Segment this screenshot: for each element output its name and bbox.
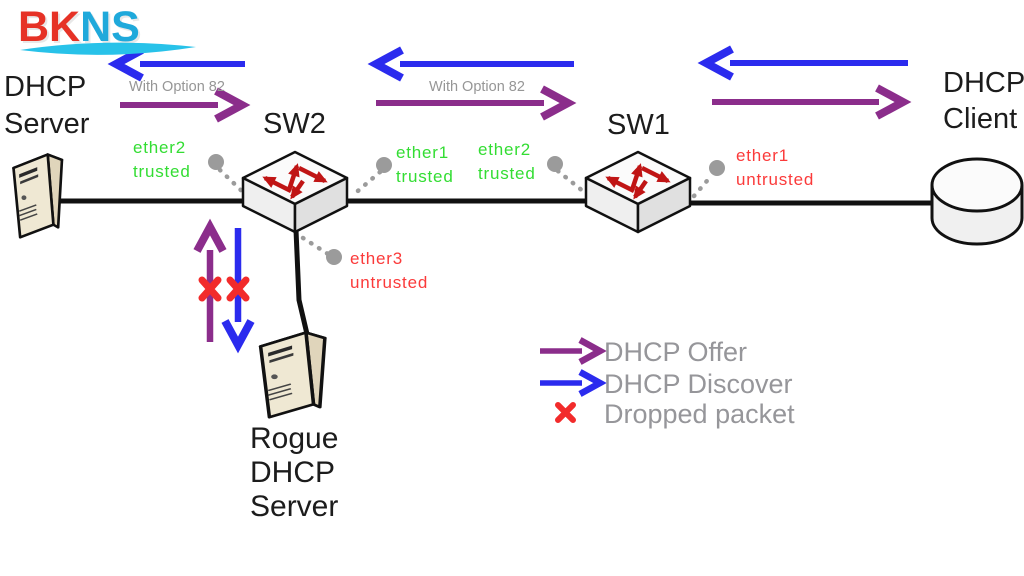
legend-offer-arrow-icon [540, 337, 607, 365]
discover-arrow-middle-icon [367, 46, 574, 82]
port-sw2-left-status: trusted [133, 162, 191, 181]
port-dot-sw2-right-icon [376, 157, 392, 173]
rogue-discover-arrow-icon [221, 228, 255, 354]
port-sw2-right-status: trusted [396, 167, 454, 186]
dropped-packet-x-discover-icon [226, 276, 250, 302]
cable-sw2-rogue [293, 229, 310, 335]
sw2-label: SW2 [263, 108, 326, 140]
dhcp-server-label-line2: Server [4, 108, 90, 140]
sw1-icon [586, 152, 690, 232]
legend-offer-label: DHCP Offer [604, 337, 747, 367]
dhcp-server-icon [12, 153, 64, 239]
legend-discover-label: DHCP Discover [604, 369, 793, 399]
port-sw2-right-name: ether1 [396, 143, 449, 162]
dropped-packet-x-offer-icon [198, 276, 222, 302]
port-dot-sw2-left-icon [208, 154, 224, 170]
rogue-server-label-line1: Rogue [250, 422, 338, 455]
bkns-logo: BKNS [18, 6, 198, 59]
discover-arrow-right-icon [697, 45, 908, 81]
port-dot-sw1-left-icon [547, 156, 563, 172]
port-sw2-bottom-name: ether3 [350, 249, 403, 268]
network-cables [50, 198, 936, 335]
legend-dropped-label: Dropped packet [604, 399, 795, 429]
port-sw2-left-name: ether2 [133, 138, 186, 157]
dhcp-client-label-line2: Client [943, 103, 1017, 135]
logo-text-bk: BK [18, 3, 81, 51]
rogue-offer-arrow-icon [193, 218, 227, 342]
legend-discover-arrow-icon [540, 369, 607, 397]
port-sw1-right-name: ether1 [736, 146, 789, 165]
logo-text-ns: NS [80, 3, 140, 51]
port-sw1-left-name: ether2 [478, 140, 531, 159]
logo-swoosh-icon [20, 42, 196, 55]
rogue-server-label-line3: Server [250, 490, 338, 523]
sw2-icon [243, 152, 347, 232]
port-callout-sw1-right [691, 172, 715, 199]
discover-arrow-left-icon [107, 46, 245, 82]
port-dot-sw2-bottom-icon [326, 249, 342, 265]
port-sw2-bottom-status: untrusted [350, 273, 428, 292]
with-option82-middle-label: With Option 82 [429, 79, 525, 95]
dhcp-client-icon [930, 157, 1024, 246]
offer-arrow-left-icon [120, 87, 251, 123]
port-callout-sw1-left [555, 168, 592, 199]
dhcp-client-label-line1: DHCP [943, 67, 1024, 99]
with-option82-left-label: With Option 82 [129, 79, 225, 95]
port-callout-sw2-right [349, 169, 383, 199]
rogue-dhcp-server-icon [258, 330, 327, 420]
port-dot-sw1-right-icon [709, 160, 725, 176]
offer-arrow-middle-icon [376, 85, 577, 121]
port-callout-sw2-bottom [300, 235, 331, 257]
port-sw1-right-status: untrusted [736, 170, 814, 189]
legend: DHCP Offer DHCP Discover Dropped packet [540, 337, 795, 429]
logo-text: BKNS [18, 6, 198, 49]
legend-dropped-x-icon [555, 402, 576, 423]
sw1-label: SW1 [607, 109, 670, 141]
dhcp-server-label-line1: DHCP [4, 71, 86, 103]
port-sw1-left-status: trusted [478, 164, 536, 183]
offer-arrow-right-icon [712, 84, 912, 120]
rogue-server-label-line2: DHCP [250, 456, 335, 489]
